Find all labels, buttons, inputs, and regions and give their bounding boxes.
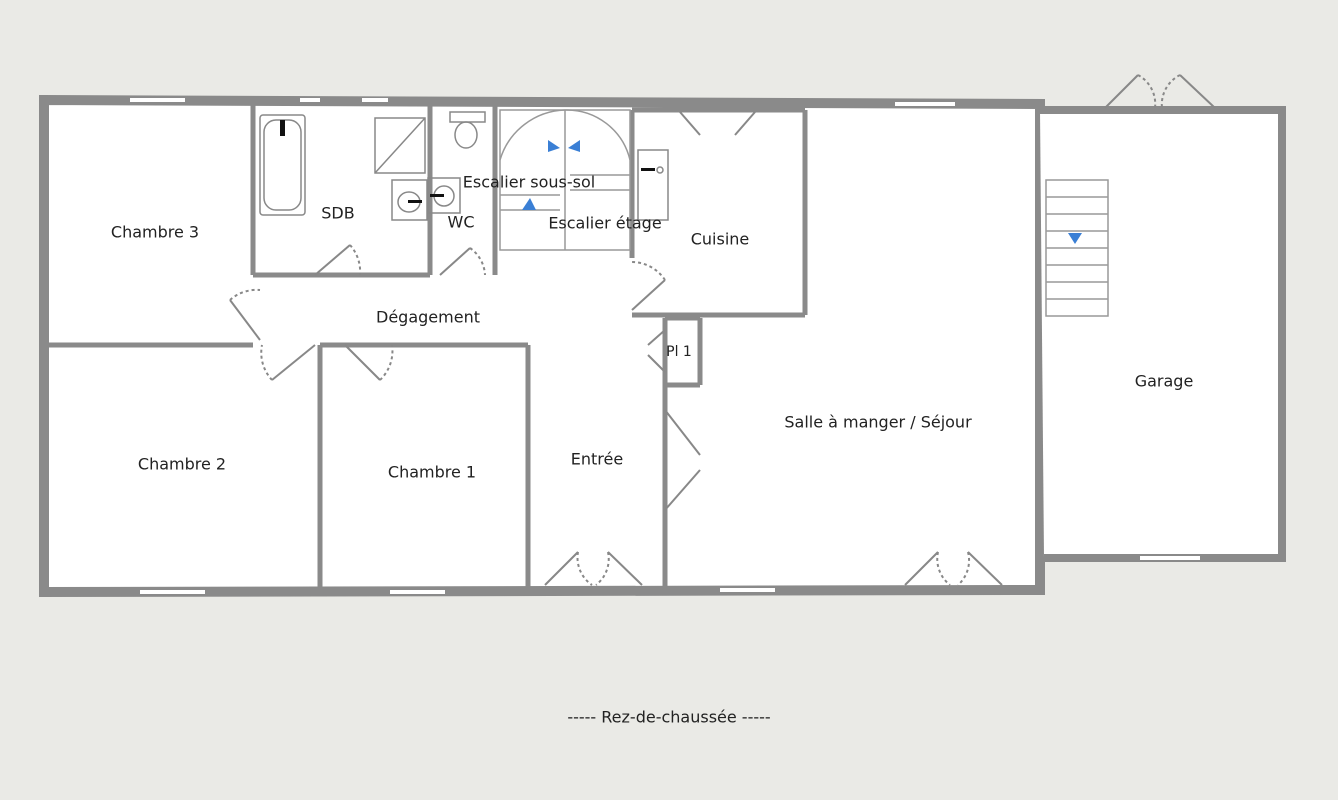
room-label-entree: Entrée — [570, 449, 624, 469]
sink-icon — [427, 177, 461, 214]
room-label-chambre-1: Chambre 1 — [387, 462, 477, 482]
room-label-chambre-3: Chambre 3 — [110, 222, 200, 242]
room-label-placard: Pl 1 — [666, 344, 692, 360]
outer-wall — [39, 94, 1045, 598]
arrow-icon — [568, 140, 580, 152]
room-label-chambre-2: Chambre 2 — [137, 454, 227, 474]
windows — [130, 98, 1200, 594]
plan-caption: ----- Rez-de-chaussée ----- — [567, 707, 771, 727]
sink-icon — [391, 179, 428, 221]
arrow-icon — [1068, 233, 1082, 244]
stairs — [499, 109, 1109, 317]
room-label-escalier-etage: Escalier étage — [548, 213, 662, 233]
stair-arrows — [522, 140, 1082, 244]
fixtures — [259, 111, 669, 221]
arrow-icon — [548, 140, 560, 152]
kitchen-sink-icon — [637, 149, 669, 221]
bathtub-icon — [259, 114, 306, 216]
room-label-sdb: SDB — [321, 203, 355, 223]
room-label-sejour: Salle à manger / Séjour — [784, 412, 972, 432]
room-label-cuisine: Cuisine — [690, 229, 750, 249]
room-label-wc: WC — [447, 212, 475, 232]
shower-icon — [374, 117, 426, 174]
arrow-icon — [522, 198, 536, 210]
garage-wall — [1040, 106, 1286, 562]
room-label-degagement: Dégagement — [376, 307, 480, 327]
room-label-escalier-sous-sol: Escalier sous-sol — [462, 172, 596, 192]
room-label-garage: Garage — [1134, 371, 1194, 391]
interior-walls — [44, 104, 808, 590]
doors — [229, 74, 1216, 586]
